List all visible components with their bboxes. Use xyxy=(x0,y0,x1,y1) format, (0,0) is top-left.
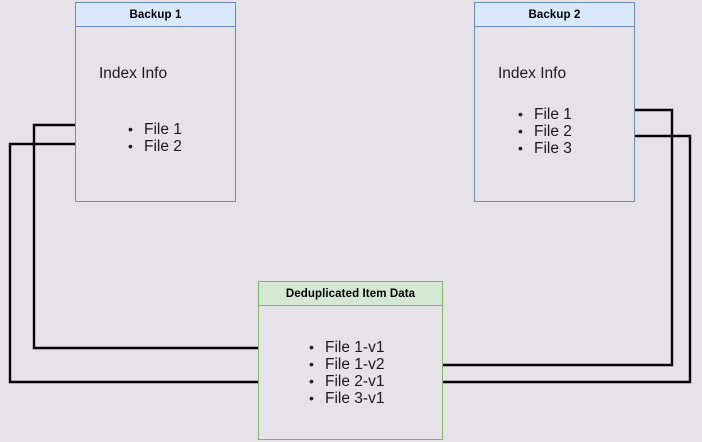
list-item: File 1 xyxy=(518,106,572,123)
node-backup-1-body: Index Info File 1 File 2 xyxy=(76,27,235,201)
node-deduplicated-item-data-header: Deduplicated Item Data xyxy=(259,282,442,306)
node-backup-2[interactable]: Backup 2 Index Info File 1 File 2 File 3 xyxy=(474,2,635,202)
node-backup-1-section-label: Index Info xyxy=(99,65,168,82)
node-backup-1-file-list: File 1 File 2 xyxy=(128,121,182,155)
list-item: File 1-v2 xyxy=(309,356,384,373)
node-backup-1[interactable]: Backup 1 Index Info File 1 File 2 xyxy=(75,2,236,202)
node-backup-1-header: Backup 1 xyxy=(76,3,235,27)
list-item: File 2-v1 xyxy=(309,373,384,390)
node-backup-2-section-label: Index Info xyxy=(498,65,567,82)
node-deduplicated-item-data-body: File 1-v1 File 1-v2 File 2-v1 File 3-v1 xyxy=(259,306,442,439)
list-item: File 1 xyxy=(128,121,182,138)
node-deduplicated-item-data[interactable]: Deduplicated Item Data File 1-v1 File 1-… xyxy=(258,281,443,440)
list-item: File 2 xyxy=(128,138,182,155)
list-item: File 1-v1 xyxy=(309,339,384,356)
list-item: File 2 xyxy=(518,123,572,140)
node-backup-2-file-list: File 1 File 2 File 3 xyxy=(518,106,572,157)
node-backup-2-body: Index Info File 1 File 2 File 3 xyxy=(475,27,634,201)
node-deduplicated-item-data-file-list: File 1-v1 File 1-v2 File 2-v1 File 3-v1 xyxy=(309,339,384,407)
list-item: File 3-v1 xyxy=(309,390,384,407)
list-item: File 3 xyxy=(518,140,572,157)
node-backup-2-header: Backup 2 xyxy=(475,3,634,27)
